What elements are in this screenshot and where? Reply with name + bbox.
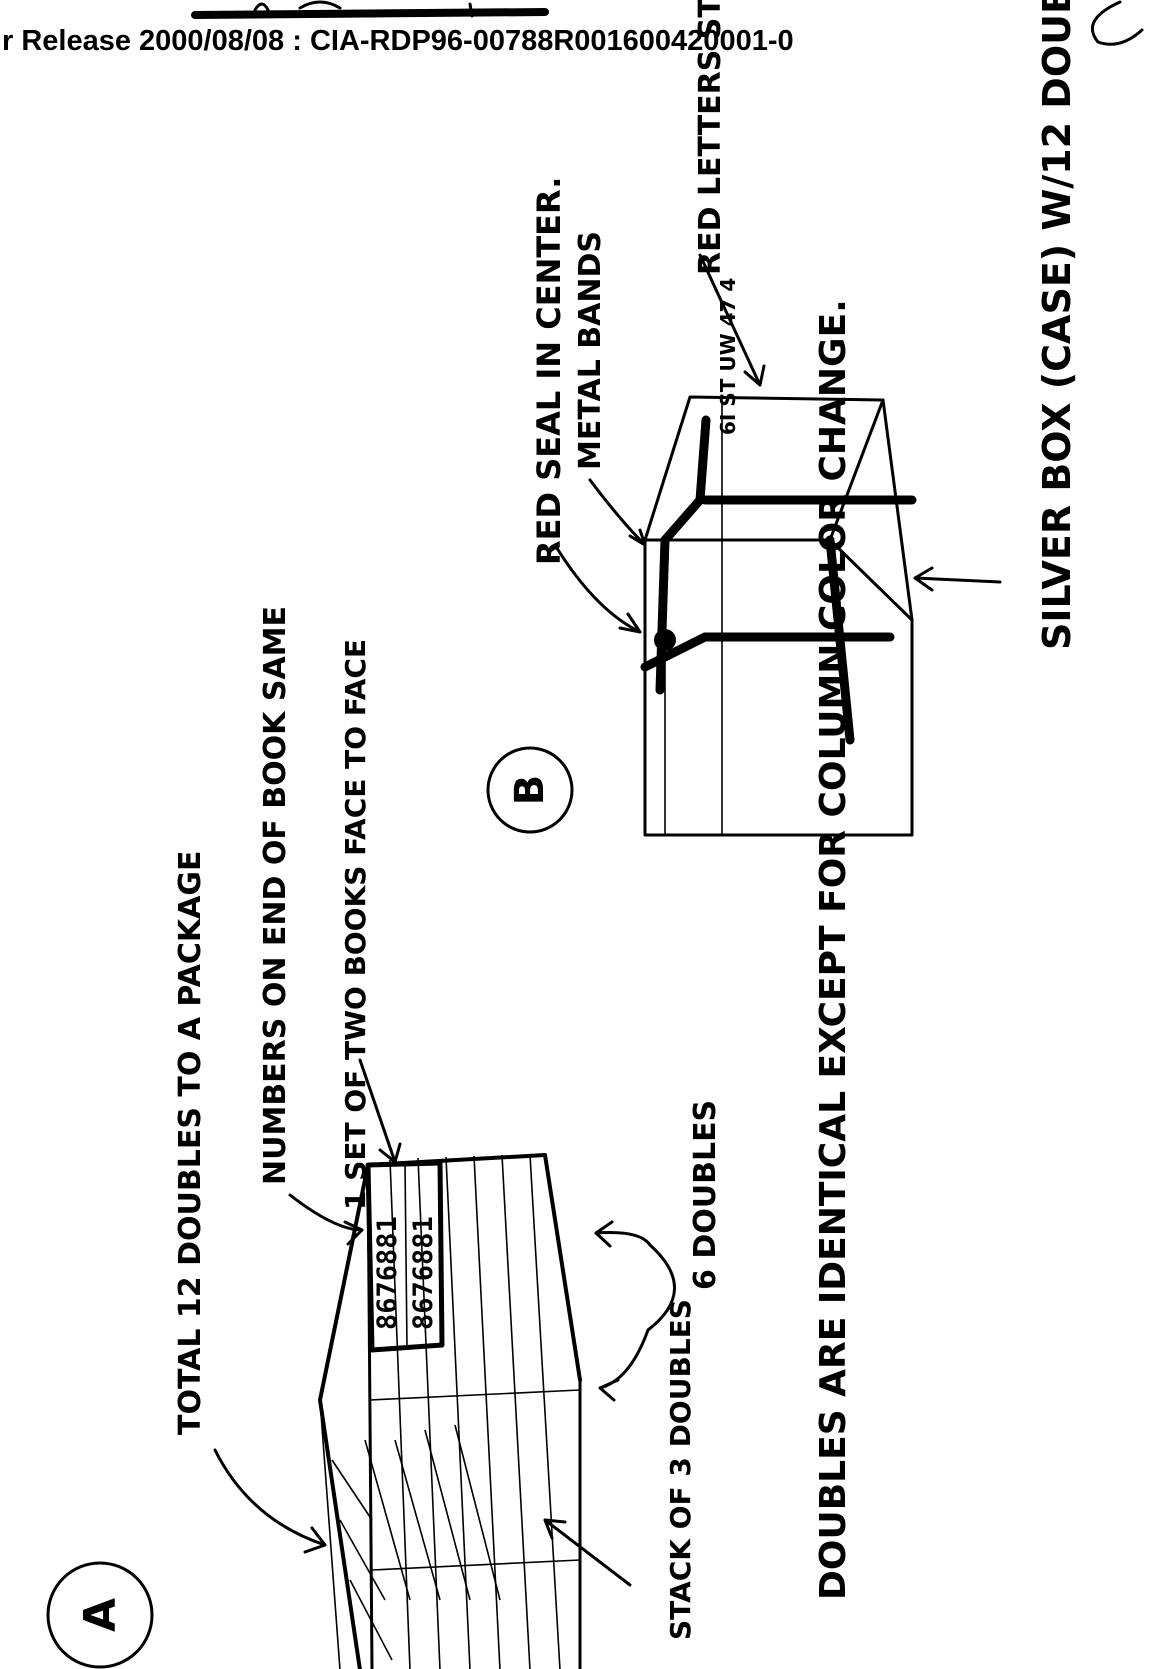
arrow-total bbox=[215, 1450, 325, 1552]
figure-b-box: 6I ST UW 47 4 bbox=[645, 278, 912, 835]
figure-b-label: B bbox=[488, 748, 572, 832]
note-total-doubles: TOTAL 12 DOUBLES TO A PACKAGE bbox=[173, 851, 208, 1436]
note-silver-box: SILVER BOX (CASE) W/12 DOUBLE BOOKS INSI… bbox=[1035, 0, 1079, 650]
svg-text:STACK OF 3 DOUBLES: STACK OF 3 DOUBLES bbox=[664, 1299, 697, 1640]
svg-text:B: B bbox=[507, 775, 553, 806]
arrow-silver-box bbox=[915, 568, 1000, 590]
box-side-edge bbox=[883, 400, 912, 620]
svg-text:NUMBERS ON END OF BOOK SAME: NUMBERS ON END OF BOOK SAME bbox=[258, 606, 293, 1185]
corner-circle-fragment bbox=[1092, 2, 1142, 44]
figure-a-label: A bbox=[48, 1563, 152, 1667]
note-doubles-identical: DOUBLES ARE IDENTICAL EXCEPT FOR COLUMN … bbox=[813, 299, 854, 1600]
svg-text:8676881: 8676881 bbox=[408, 1216, 439, 1330]
note-numbers-on-end: NUMBERS ON END OF BOOK SAME bbox=[258, 606, 293, 1185]
svg-text:METAL BANDS: METAL BANDS bbox=[573, 231, 608, 470]
stack-front-right-edge bbox=[545, 1155, 580, 1669]
svg-text:6I ST UW 47 4: 6I ST UW 47 4 bbox=[716, 278, 740, 435]
note-six-doubles: 6 DOUBLES bbox=[688, 1100, 723, 1290]
svg-text:DOUBLES ARE IDENTICAL EXCEPT F: DOUBLES ARE IDENTICAL EXCEPT FOR COLUMN … bbox=[813, 299, 854, 1600]
svg-text:6 DOUBLES: 6 DOUBLES bbox=[688, 1100, 723, 1290]
note-one-set: 1 SET OF TWO BOOKS FACE TO FACE bbox=[339, 639, 372, 1210]
box-front-face bbox=[645, 540, 912, 835]
arrow-stack bbox=[545, 1520, 630, 1585]
note-red-letters: RED LETTERS STENCILED VERTICALLY bbox=[693, 0, 728, 275]
svg-text:8676881: 8676881 bbox=[372, 1216, 403, 1330]
release-line: r Release 2000/08/08 : CIA-RDP96-00788R0… bbox=[2, 25, 794, 57]
stencil-letters: 6I ST UW 47 4 bbox=[716, 278, 740, 435]
arrow-bands bbox=[590, 480, 645, 545]
note-stack-of-three: STACK OF 3 DOUBLES bbox=[664, 1299, 697, 1640]
svg-text:1 SET OF TWO BOOKS FACE TO FAC: 1 SET OF TWO BOOKS FACE TO FACE bbox=[339, 639, 372, 1210]
note-metal-bands: METAL BANDS bbox=[573, 231, 608, 470]
svg-text:TOTAL 12 DOUBLES TO A PACKAGE: TOTAL 12 DOUBLES TO A PACKAGE bbox=[173, 851, 208, 1436]
brace-six-doubles-upper bbox=[596, 1222, 650, 1246]
book-number-2: 8676881 bbox=[408, 1216, 439, 1330]
svg-text:A: A bbox=[75, 1598, 126, 1632]
header-strike-bar bbox=[195, 12, 545, 15]
svg-text:RED LETTERS STENCILED VERTICAL: RED LETTERS STENCILED VERTICALLY bbox=[693, 0, 728, 275]
svg-text:SILVER BOX (CASE) W/12 DOUBLE: SILVER BOX (CASE) W/12 DOUBLE BOOKS INSI… bbox=[1035, 0, 1079, 650]
book-number-1: 8676881 bbox=[372, 1216, 403, 1330]
red-seal-dot bbox=[654, 629, 676, 651]
note-red-seal: RED SEAL IN CENTER. bbox=[530, 177, 568, 565]
svg-text:RED SEAL IN CENTER.: RED SEAL IN CENTER. bbox=[530, 177, 568, 565]
